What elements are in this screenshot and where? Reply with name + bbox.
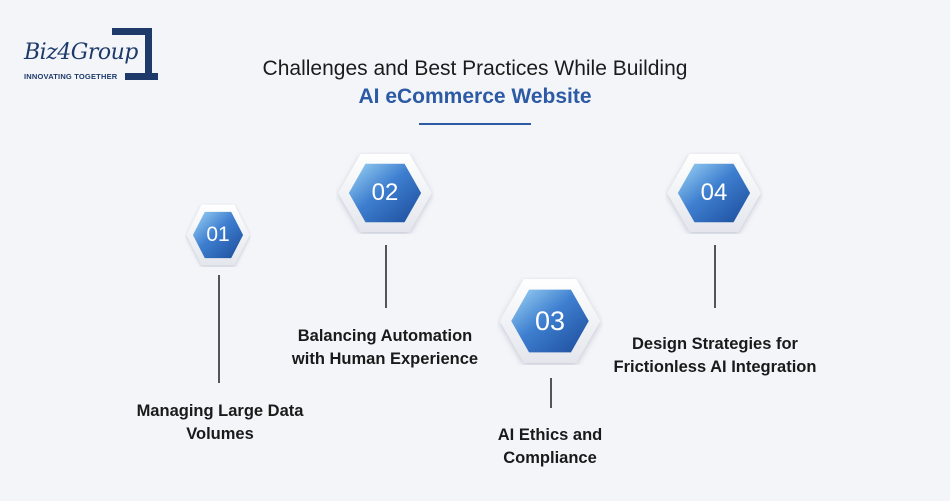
page-title: Challenges and Best Practices While Buil…: [0, 55, 950, 111]
title-underline: [419, 123, 531, 125]
hexagon-icon: [186, 204, 250, 266]
logo-wordmark: Biz4Group: [24, 40, 138, 65]
step-label-line-1: Managing Large Data: [136, 402, 304, 420]
step-01-hexagon: 01: [185, 203, 251, 267]
logo-frame-bar: [125, 73, 158, 80]
step-04-label: Design Strategies for Frictionless AI In…: [595, 333, 835, 379]
step-04-hexagon: 04: [665, 152, 763, 234]
step-label-line-2: Volumes: [186, 425, 254, 443]
step-label-line-1: AI Ethics and: [497, 426, 603, 444]
step-label-line-1: Balancing Automation: [297, 327, 473, 345]
title-line-1: Challenges and Best Practices While Buil…: [262, 57, 688, 80]
step-03-connector: [550, 378, 552, 408]
biz4group-logo: Biz4Group INNOVATING TOGETHER: [22, 28, 158, 86]
step-02-connector: [385, 245, 387, 308]
logo-frame-shape: [112, 28, 152, 80]
logo-tagline: INNOVATING TOGETHER: [24, 72, 118, 81]
step-number: 03: [534, 305, 566, 336]
step-number: 04: [700, 179, 728, 206]
step-02-label: Balancing Automation with Human Experien…: [270, 325, 500, 371]
step-label-line-2: with Human Experience: [291, 350, 479, 368]
step-03-label: AI Ethics and Compliance: [450, 424, 650, 470]
step-02-hexagon: 02: [336, 152, 434, 234]
title-line-2: AI eCommerce Website: [358, 85, 592, 108]
hexagon-icon: [338, 153, 432, 233]
step-label-line-2: Compliance: [503, 449, 597, 467]
step-label-line-1: Design Strategies for: [632, 335, 798, 353]
step-number: 01: [206, 223, 230, 246]
step-01-connector: [218, 275, 220, 383]
step-01-label: Managing Large Data Volumes: [110, 400, 330, 446]
step-number: 02: [371, 179, 399, 206]
step-03-hexagon: 03: [497, 277, 603, 365]
step-04-connector: [714, 245, 716, 308]
hexagon-icon: [499, 279, 601, 363]
hexagon-icon: [667, 153, 761, 233]
step-label-line-2: Frictionless AI Integration: [613, 358, 817, 376]
